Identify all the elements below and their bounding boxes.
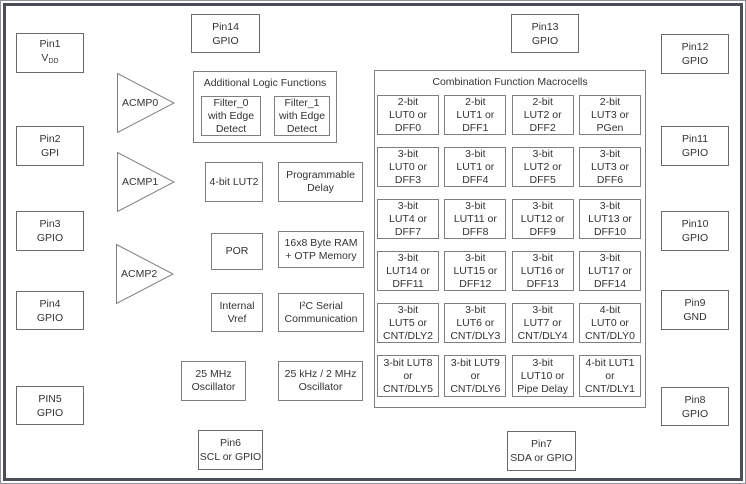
- pin-label: Pin2: [39, 133, 61, 145]
- pin-function: GPIO: [681, 147, 709, 159]
- comparator-acmp0: ACMP0: [117, 73, 175, 133]
- pin-label: Pin14: [212, 20, 239, 33]
- macrocell-3bit-lut14-dff11: 3-bit LUT14 or DFF11: [377, 251, 439, 291]
- pin-function: GPIO: [531, 34, 559, 47]
- pin-label: Pin7: [530, 438, 552, 450]
- comparator-acmp1: ACMP1: [117, 152, 175, 212]
- pin-box-pin12: Pin12 GPIO: [661, 34, 729, 74]
- pin-function: VDD: [41, 52, 59, 65]
- pin-function: GPIO: [212, 34, 239, 47]
- pin-function: GPIO: [681, 232, 709, 244]
- pin-label: Pin12: [681, 41, 709, 53]
- macrocell-2bit-lut0-dff0: 2-bit LUT0 or DFF0: [377, 95, 439, 135]
- additional-logic-functions-box: Additional Logic Functions Filter_0 with…: [193, 71, 337, 143]
- macrocell-3bit-lut8-cntdly5: 3-bit LUT8 or CNT/DLY5: [377, 355, 439, 397]
- pin-function: GPI: [40, 147, 60, 159]
- internal-vref-block: Internal Vref: [211, 293, 263, 332]
- macrocell-3bit-lut3-dff6: 3-bit LUT3 or DFF6: [578, 147, 641, 187]
- macrocell-3bit-lut15-dff12: 3-bit LUT15 or DFF12: [444, 251, 507, 291]
- comparator-label: ACMP0: [122, 97, 159, 109]
- pin-label: Pin11: [681, 133, 709, 145]
- macrocell-3bit-lut2-dff5: 3-bit LUT2 or DFF5: [511, 147, 574, 187]
- pin-function: GPIO: [681, 407, 709, 420]
- pin-function: GPIO: [36, 232, 64, 244]
- macrocell-3bit-lut12-dff9: 3-bit LUT12 or DFF9: [511, 199, 574, 239]
- macrocell-3bit-lut0-dff3: 3-bit LUT0 or DFF3: [377, 147, 439, 187]
- pin-label: Pin3: [39, 218, 61, 230]
- pin-function: SDA or GPIO: [510, 452, 573, 464]
- i2c-serial-communication-block: I²C Serial Communication: [278, 293, 364, 332]
- combination-function-macrocells-box: Combination Function Macrocells 2-bit LU…: [374, 70, 646, 408]
- pin-label: Pin10: [681, 218, 709, 230]
- macrocell-2bit-lut1-dff1: 2-bit LUT1 or DFF1: [444, 95, 507, 135]
- pin-function: SCL or GPIO: [199, 451, 262, 463]
- additional-logic-functions-title: Additional Logic Functions: [203, 77, 327, 89]
- ram-otp-memory-block: 16x8 Byte RAM + OTP Memory: [278, 231, 364, 268]
- macrocell-3bit-lut6-cntdly3: 3-bit LUT6 or CNT/DLY3: [444, 303, 507, 343]
- diagram-inner-frame: [3, 3, 743, 481]
- macrocell-3bit-lut1-dff4: 3-bit LUT1 or DFF4: [444, 147, 507, 187]
- oscillator-25khz-2mhz-block: 25 kHz / 2 MHz Oscillator: [278, 361, 363, 401]
- programmable-delay-block: Programmable Delay: [278, 162, 363, 202]
- triangle-icon: [116, 244, 174, 304]
- pin-label: Pin6: [219, 437, 241, 449]
- pin-box-pin6: Pin6 SCL or GPIO: [198, 430, 263, 470]
- macrocell-3bit-lut10-pipedelay: 3-bit LUT10 or Pipe Delay: [511, 355, 574, 397]
- pin-box-pin2: Pin2 GPI: [16, 126, 84, 166]
- por-block: POR: [211, 233, 263, 270]
- comparator-label: ACMP1: [122, 176, 159, 188]
- macrocell-2bit-lut3-pgen: 2-bit LUT3 or PGen: [578, 95, 641, 135]
- pin-box-pin14: Pin14 GPIO: [191, 14, 260, 53]
- pin-label: Pin13: [531, 20, 559, 33]
- combination-function-macrocells-title: Combination Function Macrocells: [432, 76, 588, 88]
- pin-box-pin9: Pin9 GND: [661, 290, 729, 330]
- pin-function: GPIO: [681, 55, 709, 67]
- pin-label: Pin9: [684, 297, 706, 309]
- pin-box-pin13: Pin13 GPIO: [511, 14, 579, 53]
- pin-box-pin8: Pin8 GPIO: [661, 387, 729, 426]
- comparator-label: ACMP2: [121, 268, 158, 280]
- pin-function: GND: [683, 311, 707, 323]
- pin-box-pin3: Pin3 GPIO: [16, 211, 84, 251]
- macrocell-3bit-lut9-cntdly6: 3-bit LUT9 or CNT/DLY6: [444, 355, 507, 397]
- comparator-acmp2: ACMP2: [116, 244, 174, 304]
- pin-label: PIN5: [38, 392, 62, 405]
- filter0-block: Filter_0 with Edge Detect: [201, 96, 261, 136]
- macrocell-2bit-lut2-dff2: 2-bit LUT2 or DFF2: [511, 95, 574, 135]
- macrocell-3bit-lut5-cntdly2: 3-bit LUT5 or CNT/DLY2: [377, 303, 439, 343]
- triangle-icon: [117, 152, 175, 212]
- macrocell-grid: 2-bit LUT0 or DFF0 2-bit LUT1 or DFF1 2-…: [377, 95, 641, 397]
- vdd-subscript: DD: [48, 58, 59, 65]
- macrocell-3bit-lut7-cntdly4: 3-bit LUT7 or CNT/DLY4: [511, 303, 574, 343]
- pin-box-pin11: Pin11 GPIO: [661, 126, 729, 166]
- macrocell-4bit-lut0-cntdly0: 4-bit LUT0 or CNT/DLY0: [578, 303, 641, 343]
- triangle-icon: [117, 73, 175, 133]
- pin-label: Pin4: [39, 297, 61, 310]
- macrocell-3bit-lut16-dff13: 3-bit LUT16 or DFF13: [511, 251, 574, 291]
- pin-function: GPIO: [36, 406, 64, 419]
- pin-box-pin7: Pin7 SDA or GPIO: [507, 431, 576, 471]
- macrocell-4bit-lut1-cntdly1: 4-bit LUT1 or CNT/DLY1: [578, 355, 641, 397]
- pin-label: Pin8: [684, 393, 706, 406]
- filter1-block: Filter_1 with Edge Detect: [274, 96, 330, 136]
- macrocell-3bit-lut13-dff10: 3-bit LUT13 or DFF10: [578, 199, 641, 239]
- macrocell-3bit-lut4-dff7: 3-bit LUT4 or DFF7: [377, 199, 439, 239]
- oscillator-25mhz-block: 25 MHz Oscillator: [181, 361, 246, 401]
- pin-function: GPIO: [36, 311, 64, 324]
- macrocell-3bit-lut17-dff14: 3-bit LUT17 or DFF14: [578, 251, 641, 291]
- pin-label: Pin1: [39, 38, 61, 50]
- pin-box-pin5: PIN5 GPIO: [16, 386, 84, 425]
- pin-box-pin1: Pin1 VDD: [16, 33, 84, 73]
- macrocell-3bit-lut11-dff8: 3-bit LUT11 or DFF8: [444, 199, 507, 239]
- pin-box-pin10: Pin10 GPIO: [661, 211, 729, 251]
- pin-box-pin4: Pin4 GPIO: [16, 291, 84, 330]
- lut2-4bit-block: 4-bit LUT2: [205, 162, 263, 202]
